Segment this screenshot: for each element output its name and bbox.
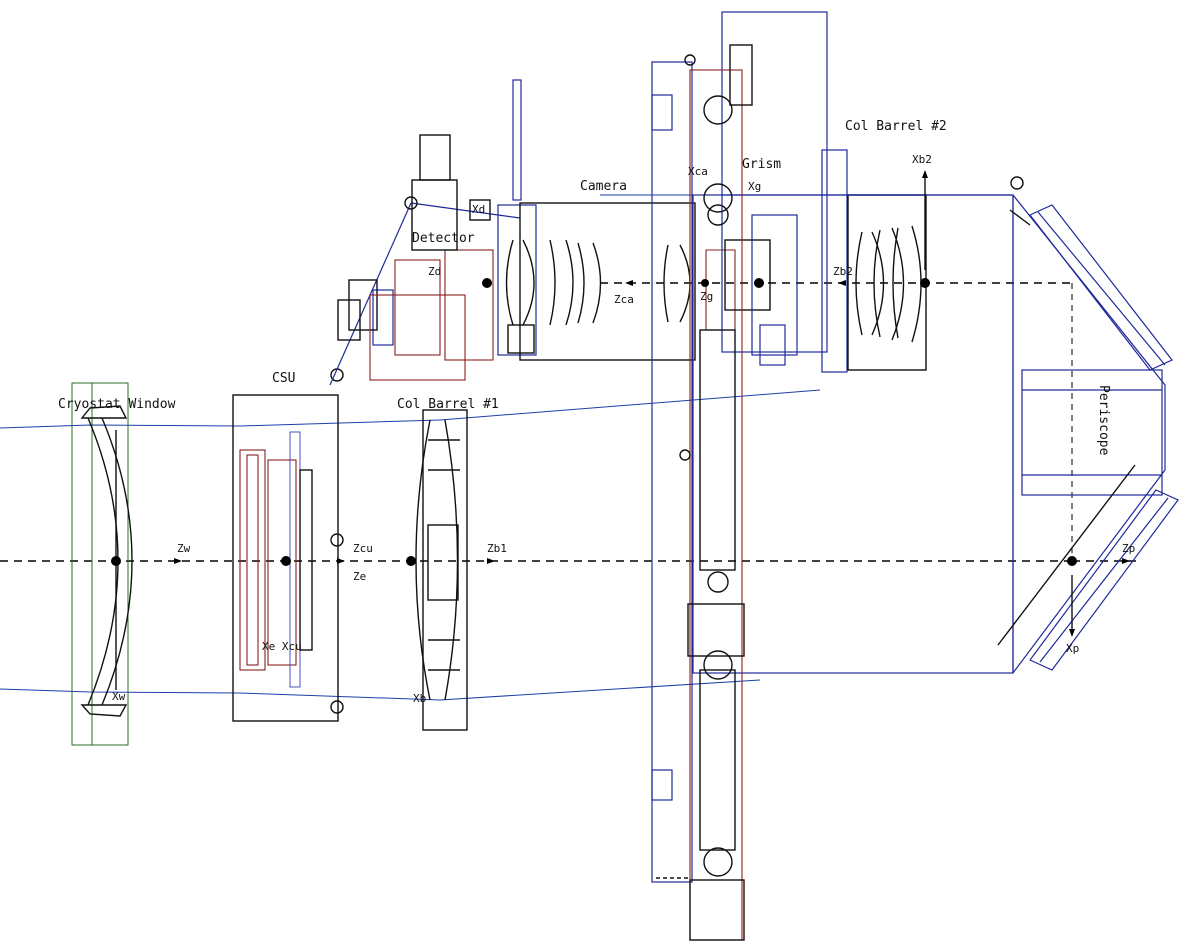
detector-assembly [329,134,521,386]
label-detector: Detector [412,231,475,246]
col-barrel-2-assembly [821,149,930,373]
label-grism: Grism [742,157,781,172]
main-optical-axis [0,282,1140,562]
axis-label-xw: Xw [112,690,126,703]
label-col-barrel-2: Col Barrel #2 [845,119,947,134]
axis-label-xg: Xg [748,180,761,193]
label-csu: CSU [272,371,295,386]
axis-label-zw: Zw [177,542,191,555]
axis-label-zca: Zca [614,293,634,306]
axis-label-zg: Zg [700,290,713,303]
axis-label-xd: Xd [472,203,485,216]
label-camera: Camera [580,179,627,194]
axis-label-xe-xcu: Xe Xcu [262,640,302,653]
axis-label-ze: Ze [353,570,366,583]
component-labels: Cryostat Window CSU Col Barrel #1 Col Ba… [58,119,1111,456]
axis-label-zcu: Zcu [353,542,373,555]
axis-label-zp: Zp [1122,542,1135,555]
axis-label-zb1: Zb1 [487,542,507,555]
camera-assembly [497,79,696,361]
label-col-barrel-1: Col Barrel #1 [397,397,499,412]
cryostat-window-assembly [71,382,133,746]
axis-label-xb2: Xb2 [912,153,932,166]
csu-assembly [232,368,344,722]
beam-rays [0,194,1010,701]
label-periscope: Periscope [1096,385,1111,456]
periscope-assembly [997,176,1179,674]
axis-arrows [174,170,1130,637]
axis-labels: Zw Zcu Ze Zb1 Zca Zg Zb2 Zp Xb2 Xca Xg X… [112,153,1135,705]
axis-label-xca: Xca [688,165,708,178]
mechanical-frame [651,11,1014,941]
axis-label-xp: Xp [1066,642,1079,655]
label-cryostat-window: Cryostat Window [58,397,176,412]
axis-label-xb: Xb [413,692,426,705]
axis-label-zb2: Zb2 [833,265,853,278]
col-barrel-1-assembly [406,409,468,731]
grism-assembly [663,214,798,366]
axis-label-zd: Zd [428,265,441,278]
